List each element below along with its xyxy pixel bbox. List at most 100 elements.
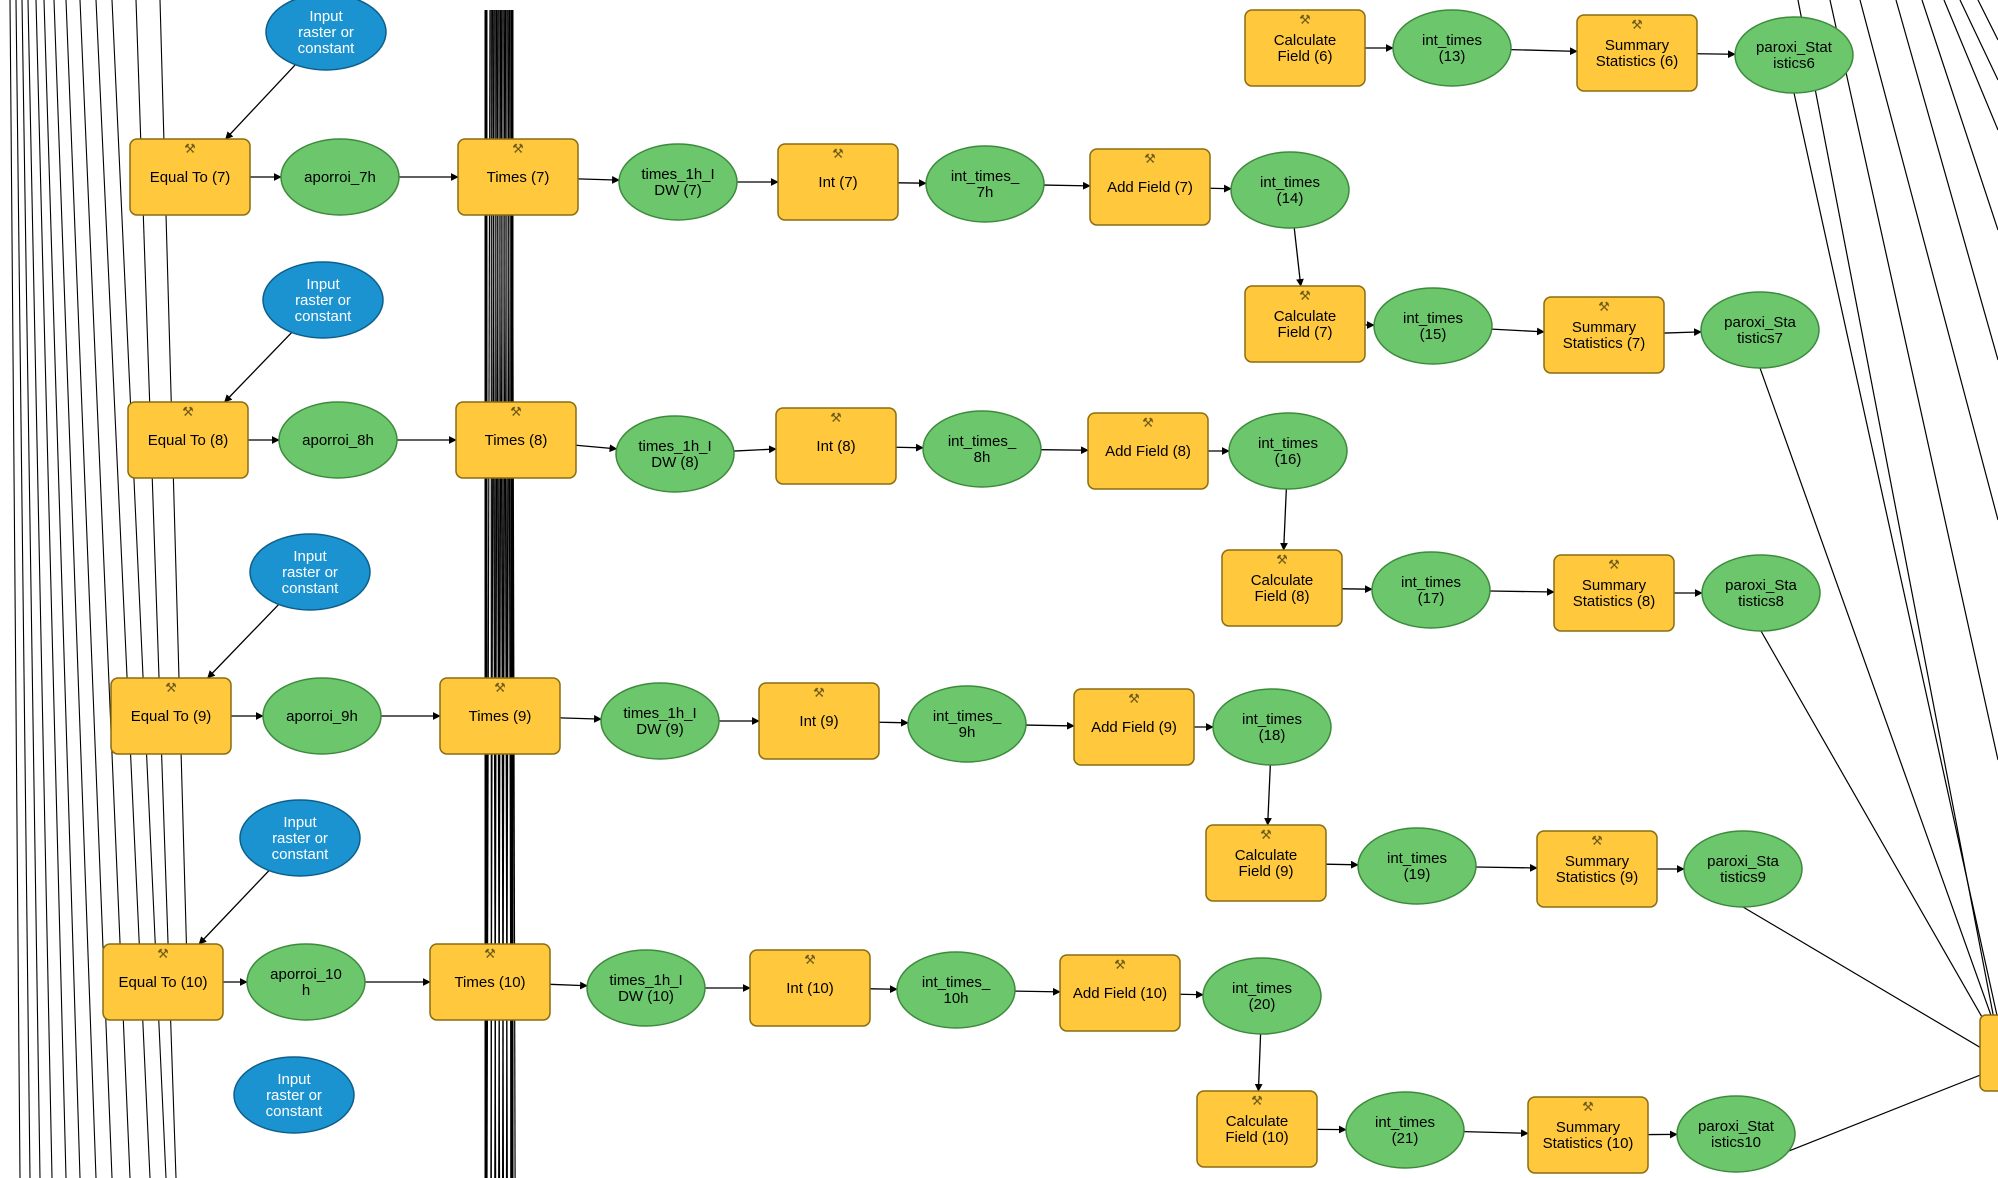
data-node[interactable]: int_times(20) xyxy=(1202,957,1322,1035)
data-ellipse[interactable] xyxy=(896,951,1016,1029)
data-ellipse[interactable] xyxy=(586,949,706,1027)
data-ellipse[interactable] xyxy=(280,138,400,216)
data-node[interactable]: int_times_9h xyxy=(907,685,1027,763)
data-ellipse[interactable] xyxy=(600,682,720,760)
tool-node[interactable]: ⚒Equal To (8) xyxy=(127,401,249,479)
tool-box[interactable] xyxy=(110,677,232,755)
data-ellipse[interactable] xyxy=(1202,957,1322,1035)
tool-box[interactable] xyxy=(777,143,899,221)
tool-node[interactable]: ⚒Times (10) xyxy=(429,943,551,1021)
tool-node[interactable]: ⚒Int (10) xyxy=(749,949,871,1027)
data-node[interactable]: int_times(13) xyxy=(1392,9,1512,87)
data-ellipse[interactable] xyxy=(1345,1091,1465,1169)
data-ellipse[interactable] xyxy=(922,410,1042,488)
data-ellipse[interactable] xyxy=(1734,16,1854,94)
tool-box[interactable] xyxy=(1536,830,1658,908)
tool-box[interactable] xyxy=(1244,9,1366,87)
tool-node[interactable]: ⚒Int (7) xyxy=(777,143,899,221)
tool-node[interactable]: ⚒Times (9) xyxy=(439,677,561,755)
tool-box[interactable] xyxy=(1059,954,1181,1032)
tool-box[interactable] xyxy=(429,943,551,1021)
tool-box[interactable] xyxy=(1087,412,1209,490)
tool-node[interactable]: ⚒Int (9) xyxy=(758,682,880,760)
tool-box[interactable] xyxy=(1089,148,1211,226)
data-ellipse[interactable] xyxy=(1373,287,1493,365)
data-ellipse[interactable] xyxy=(1212,688,1332,766)
tool-box[interactable] xyxy=(775,407,897,485)
data-ellipse[interactable] xyxy=(925,145,1045,223)
data-ellipse[interactable] xyxy=(1700,291,1820,369)
tool-box[interactable] xyxy=(129,138,251,216)
tool-box[interactable] xyxy=(1244,285,1366,363)
data-node[interactable]: aporroi_8h xyxy=(278,401,398,479)
tool-box[interactable] xyxy=(758,682,880,760)
tool-box[interactable] xyxy=(127,401,249,479)
data-ellipse[interactable] xyxy=(1230,151,1350,229)
tool-node[interactable]: ⚒Add Field (7) xyxy=(1089,148,1211,226)
tool-box[interactable] xyxy=(1196,1090,1318,1168)
data-ellipse[interactable] xyxy=(1228,412,1348,490)
data-node[interactable]: aporroi_7h xyxy=(280,138,400,216)
tool-node[interactable]: ⚒Times (7) xyxy=(457,138,579,216)
tool-box[interactable] xyxy=(1527,1096,1649,1174)
tool-box[interactable] xyxy=(1205,824,1327,902)
tool-node[interactable]: ⚒Int (8) xyxy=(775,407,897,485)
data-ellipse[interactable] xyxy=(1371,551,1491,629)
data-ellipse[interactable] xyxy=(249,533,371,611)
data-node[interactable]: int_times_7h xyxy=(925,145,1045,223)
tool-node[interactable]: ⚒Equal To (9) xyxy=(110,677,232,755)
tool-node[interactable]: ⚒Times (8) xyxy=(455,401,577,479)
data-ellipse[interactable] xyxy=(246,943,366,1021)
tool-box[interactable] xyxy=(1221,549,1343,627)
data-node[interactable]: int_times(19) xyxy=(1357,827,1477,905)
tool-box[interactable] xyxy=(439,677,561,755)
data-node[interactable]: int_times(18) xyxy=(1212,688,1332,766)
data-ellipse[interactable] xyxy=(278,401,398,479)
tool-box[interactable] xyxy=(102,943,224,1021)
tool-box[interactable] xyxy=(1543,296,1665,374)
data-ellipse[interactable] xyxy=(262,261,384,339)
tool-box[interactable] xyxy=(749,949,871,1027)
data-ellipse[interactable] xyxy=(907,685,1027,763)
data-node[interactable]: int_times(17) xyxy=(1371,551,1491,629)
tool-node[interactable]: ⚒Equal To (10) xyxy=(102,943,224,1021)
data-ellipse[interactable] xyxy=(239,799,361,877)
data-ellipse[interactable] xyxy=(233,1056,355,1134)
tool-box[interactable] xyxy=(455,401,577,479)
data-ellipse[interactable] xyxy=(1357,827,1477,905)
data-node[interactable]: int_times_8h xyxy=(922,410,1042,488)
tool-node[interactable]: ⚒Add Field (8) xyxy=(1087,412,1209,490)
data-ellipse[interactable] xyxy=(615,415,735,493)
tool-node[interactable]: ⚒Add Field (10) xyxy=(1059,954,1181,1032)
data-node[interactable]: int_times(16) xyxy=(1228,412,1348,490)
data-ellipse[interactable] xyxy=(618,143,738,221)
data-ellipse[interactable] xyxy=(1676,1095,1796,1173)
data-node[interactable]: int_times_10h xyxy=(896,951,1016,1029)
tool-node[interactable]: ⚒Add Field (9) xyxy=(1073,688,1195,766)
data-node[interactable]: aporroi_9h xyxy=(262,677,382,755)
data-ellipse[interactable] xyxy=(1701,554,1821,632)
